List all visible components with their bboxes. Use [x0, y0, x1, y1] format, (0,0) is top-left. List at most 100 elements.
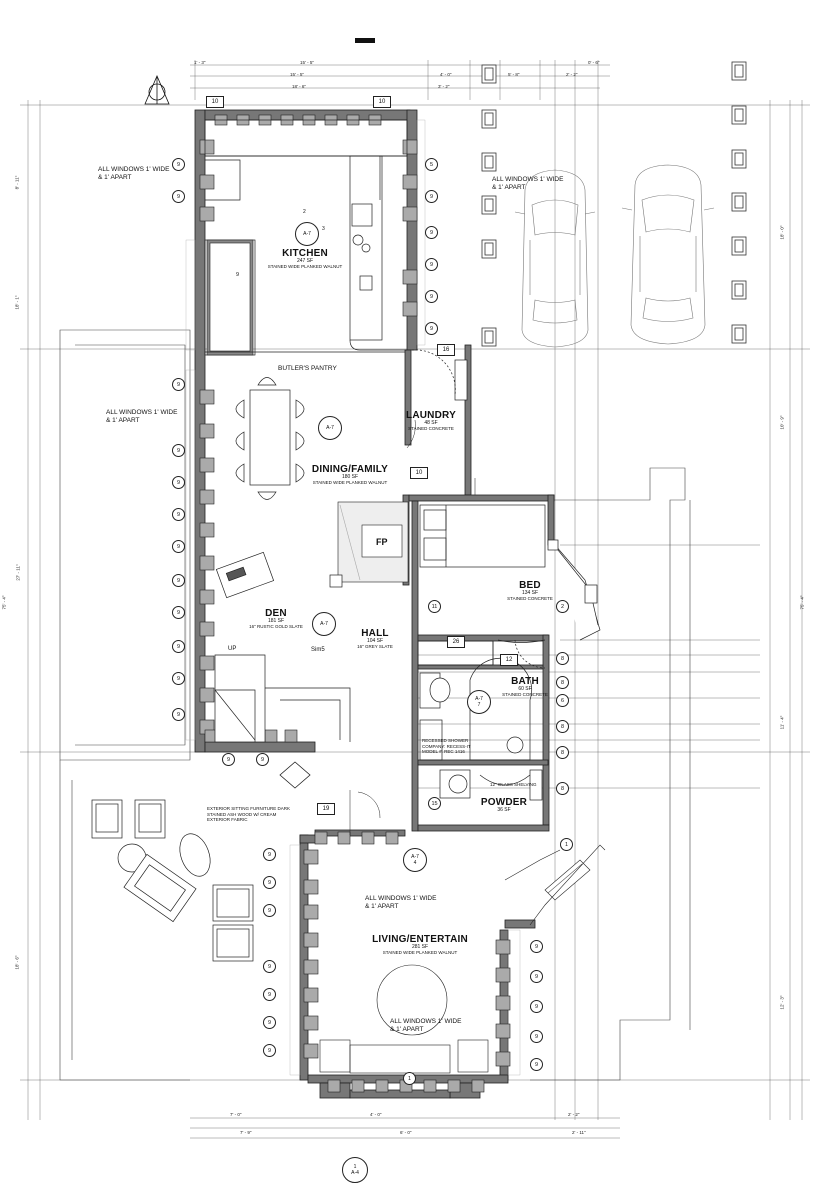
door-swings [279, 419, 416, 835]
dim-top-6: 5' - 8" [508, 72, 520, 77]
door-tag: 1 [403, 1072, 416, 1085]
window-tag: 9 [425, 290, 438, 303]
note-exterior-furniture: EXTERIOR SITTING FURNITURE DARK STAINED … [207, 806, 291, 823]
window-tag: 9 [172, 672, 185, 685]
dining-table [235, 377, 305, 500]
dim-bot-5: 2' - 11" [572, 1130, 586, 1135]
parking-bollards [481, 61, 747, 347]
section-marker-kitchen-sheet: A-7 [303, 231, 311, 237]
room-name-kitchen: KITCHEN [282, 248, 328, 259]
section-marker-dining: A-7 [318, 416, 342, 440]
note-windows-kitchen-right: ALL WINDOWS 1' WIDE & 1' APART [492, 176, 564, 192]
room-area-living: 281 SF [411, 944, 429, 950]
butlers-pantry-label: BUTLER'S PANTRY [278, 365, 337, 372]
dim-left-2: 18' - 1" [14, 295, 20, 310]
window-tag: 9 [222, 753, 235, 766]
window-tag: 9 [530, 1030, 543, 1043]
window-tag: 9 [263, 904, 276, 917]
window-type-tag: 10 [206, 96, 224, 108]
dim-top-overall: 15' - 5" [300, 60, 314, 65]
room-name-laundry: LAUNDRY [406, 410, 456, 421]
bed-fixtures [419, 504, 601, 641]
section-marker-bottom-sheet: A-4 [351, 1170, 359, 1176]
window-tag: 9 [172, 606, 185, 619]
room-area-den: 181 SF [267, 618, 285, 624]
dim-bot-3: 6' - 0" [400, 1130, 412, 1135]
window-tag: 9 [172, 158, 185, 171]
laundry-fixtures [411, 349, 468, 401]
dim-left-1: 8' - 11" [14, 175, 20, 190]
window-tag: 6 [556, 694, 569, 707]
room-area-laundry: 48 SF [424, 420, 438, 426]
window-tag: 8 [556, 746, 569, 759]
section-marker-den-sheet: A-7 [320, 621, 328, 627]
room-material-living: STAINED WIDE PLANKED WALNUT [382, 949, 458, 955]
room-material-laundry: STAINED CONCRETE [408, 425, 454, 431]
section-marker-dining-sheet: A-7 [326, 425, 334, 431]
section-marker-living: A-7 4 [403, 848, 427, 872]
bath-fixtures [419, 658, 543, 801]
dim-top-9: 0' - 6" [588, 60, 600, 65]
room-material-bath: STAINED CONCRETE [502, 691, 548, 697]
room-material-den: 16" RUSTIC GOLD SLATE [249, 623, 303, 629]
dim-left-overall: 75' - 4" [1, 595, 7, 610]
dim-top-7: 2' - 2" [566, 72, 578, 77]
window-tag: 9 [263, 848, 276, 861]
window-tag: 9 [263, 960, 276, 973]
pantry-tag: 9 [235, 271, 240, 278]
window-tag: 9 [172, 190, 185, 203]
section-marker-kitchen-num-side: 3 [322, 226, 325, 232]
door-type-tag: 12 [500, 654, 518, 666]
note-windows-kitchen-left: ALL WINDOWS 1' WIDE & 1' APART [98, 166, 170, 182]
north-arrow-icon [144, 74, 170, 105]
kitchen-label-group: KITCHEN 247 SF STAINED WIDE PLANKED WALN… [260, 248, 350, 269]
window-tag: 9 [172, 640, 185, 653]
dim-right-1: 10' - 9" [779, 415, 785, 430]
window-tag: 9 [263, 988, 276, 1001]
window-tag: 9 [263, 1016, 276, 1029]
room-material-bed: STAINED CONCRETE [507, 595, 553, 601]
door-type-tag: 19 [317, 803, 335, 815]
room-name-bath: BATH [511, 676, 539, 687]
living-label-group: LIVING/ENTERTAIN 281 SF STAINED WIDE PLA… [365, 934, 475, 955]
bed-label-group: BED 134 SF STAINED CONCRETE [500, 580, 560, 601]
section-marker-kitchen-num-top: 2 [303, 209, 306, 215]
fireplace-label: FP [376, 537, 388, 547]
window-tag: 9 [425, 258, 438, 271]
note-windows-living-top: ALL WINDOWS 1' WIDE & 1' APART [365, 895, 437, 911]
site-outline [59, 329, 691, 1081]
section-marker-bath-num: 7 [477, 702, 481, 708]
window-tag: 9 [172, 444, 185, 457]
room-material-hall: 16" GREY SLATE [357, 643, 393, 649]
dim-bot-2: 7' - 9" [240, 1130, 252, 1135]
den-label-group: DEN 181 SF 16" RUSTIC GOLD SLATE [236, 608, 316, 629]
window-tag: 9 [425, 226, 438, 239]
dim-top-3: 18' - 6" [292, 84, 306, 89]
section-marker-bath-sheet: A-7 [475, 696, 483, 702]
door-tag: 11 [428, 600, 441, 613]
window-tag: 9 [172, 540, 185, 553]
window-tag: 9 [172, 476, 185, 489]
sim-label: Sim5 [311, 647, 325, 653]
section-marker-living-num: 4 [413, 860, 417, 866]
room-area-hall: 104 SF [366, 638, 384, 644]
window-tag: 9 [256, 753, 269, 766]
window-tag: 9 [530, 970, 543, 983]
window-tag: 9 [263, 1044, 276, 1057]
room-name-powder: POWDER [480, 797, 528, 808]
room-area-kitchen: 247 SF [296, 258, 314, 264]
window-tag: 9 [425, 322, 438, 335]
door-tag: 2 [556, 600, 569, 613]
dim-left-3: 27' - 11" [15, 564, 21, 581]
dim-top-5: 4' - 0" [440, 72, 452, 77]
section-marker-bottom: 1 A-4 [342, 1157, 368, 1183]
window-type-tag: 10 [410, 467, 428, 479]
hall-closets [417, 639, 546, 669]
hall-label-group: HALL 104 SF 16" GREY SLATE [345, 628, 405, 649]
stair-up-label: UP [228, 646, 237, 652]
window-tag: 8 [556, 782, 569, 795]
room-name-hall: HALL [361, 628, 389, 639]
dim-right-overall: 75' - 4" [799, 595, 805, 610]
dim-top-2: 15' - 5" [290, 72, 304, 77]
